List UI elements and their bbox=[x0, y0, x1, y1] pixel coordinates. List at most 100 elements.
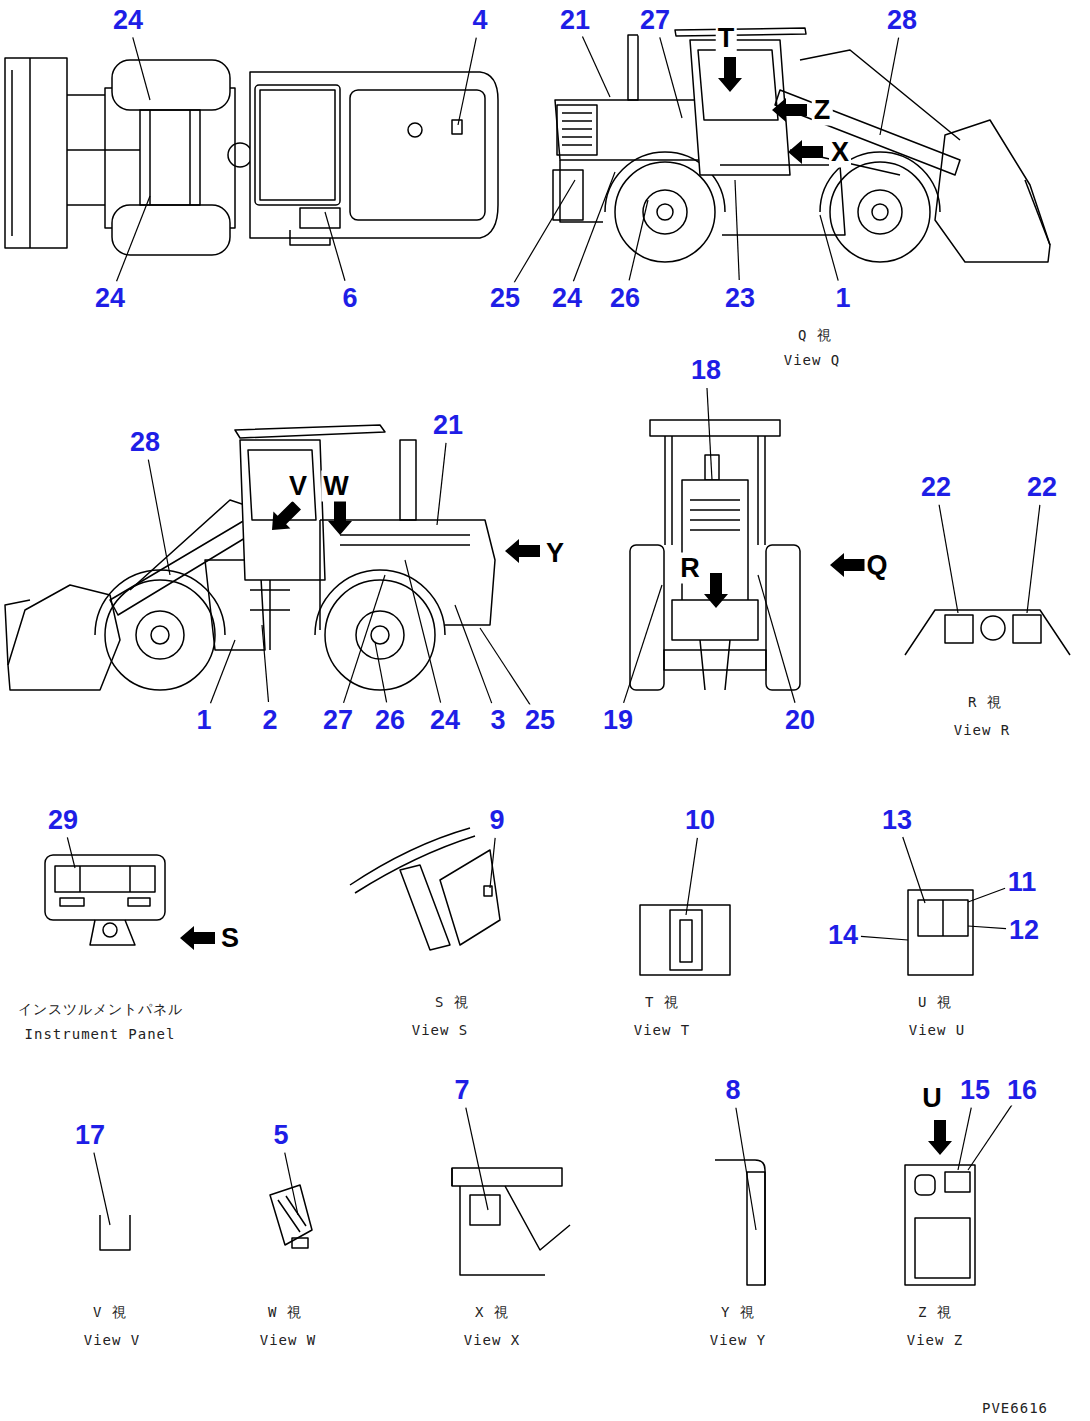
side-view-right-part bbox=[858, 190, 902, 234]
view-direction-arrow bbox=[180, 926, 215, 950]
view-z-sketch-part bbox=[905, 1165, 975, 1285]
instrument-panel-sketch-part bbox=[128, 898, 150, 906]
view-caption: T 視 bbox=[643, 994, 681, 1012]
callout-number: 23 bbox=[723, 283, 757, 314]
leader-line bbox=[968, 926, 1006, 929]
side-view-right-part bbox=[675, 28, 806, 36]
callout-number: 3 bbox=[488, 705, 507, 736]
view-arrow-letter: U bbox=[920, 1083, 944, 1114]
view-caption: インスツルメントパネル bbox=[16, 1001, 185, 1019]
side-view-right-part bbox=[698, 50, 778, 120]
callout-number: 28 bbox=[885, 5, 919, 36]
leader-line bbox=[466, 1108, 488, 1210]
callout-number: 27 bbox=[638, 5, 672, 36]
side-view-left-part bbox=[110, 520, 250, 615]
leader-line bbox=[686, 838, 697, 915]
view-caption: Q 視 bbox=[796, 327, 834, 345]
plan-view-part bbox=[5, 58, 67, 248]
view-s-sketch-part bbox=[484, 886, 492, 896]
side-view-right-part bbox=[1025, 180, 1050, 245]
side-view-left-part bbox=[151, 626, 169, 644]
leader-line bbox=[285, 1153, 298, 1215]
leader-line bbox=[1027, 505, 1040, 613]
view-s-sketch-part bbox=[350, 828, 475, 893]
view-x-sketch-part bbox=[452, 1168, 562, 1186]
view-arrow-letter: S bbox=[219, 923, 241, 954]
plan-view-part bbox=[140, 110, 200, 205]
leader-line bbox=[880, 38, 899, 135]
callout-number: 25 bbox=[488, 283, 522, 314]
callout-number: 1 bbox=[833, 283, 852, 314]
callout-number: 24 bbox=[111, 5, 145, 36]
plan-view-part bbox=[29, 58, 31, 248]
view-s-sketch bbox=[350, 828, 500, 950]
side-view-left-part bbox=[340, 535, 470, 545]
view-u-sketch-part bbox=[942, 900, 944, 936]
view-w-sketch bbox=[270, 1185, 312, 1248]
view-caption: W 視 bbox=[266, 1304, 304, 1322]
view-u-sketch bbox=[908, 890, 973, 975]
view-arrow-letter: Z bbox=[812, 95, 833, 126]
leader-line bbox=[820, 215, 838, 281]
side-view-left-part bbox=[325, 580, 435, 690]
side-view-left bbox=[5, 425, 495, 690]
leader-line bbox=[325, 212, 345, 281]
callout-number: 15 bbox=[958, 1075, 992, 1106]
view-r-sketch-part bbox=[981, 616, 1005, 640]
leader-line bbox=[375, 642, 387, 702]
view-caption: View Z bbox=[905, 1332, 966, 1348]
side-view-right-part bbox=[555, 100, 705, 160]
side-view-right-part bbox=[775, 90, 960, 175]
view-caption: V 視 bbox=[91, 1304, 129, 1322]
view-v-sketch bbox=[100, 1215, 130, 1250]
view-caption: Instrument Panel bbox=[23, 1026, 178, 1042]
callout-number: 24 bbox=[550, 283, 584, 314]
leader-line bbox=[861, 936, 908, 940]
view-z-sketch bbox=[905, 1165, 975, 1285]
view-t-sketch-part bbox=[680, 920, 692, 962]
plan-view-part bbox=[300, 208, 340, 228]
leader-line bbox=[94, 1153, 110, 1225]
view-caption: PVE6616 bbox=[980, 1400, 1050, 1416]
view-z-sketch-part bbox=[945, 1172, 970, 1192]
leader-line bbox=[968, 888, 1005, 902]
rear-view-part bbox=[700, 640, 730, 690]
side-view-right bbox=[553, 28, 1050, 262]
side-view-right-part bbox=[562, 113, 592, 145]
view-direction-arrow bbox=[928, 1120, 952, 1155]
side-view-left-part bbox=[248, 450, 316, 520]
view-direction-arrow bbox=[505, 539, 540, 563]
callout-number: 13 bbox=[880, 805, 914, 836]
callout-number: 12 bbox=[1007, 915, 1041, 946]
view-r-sketch bbox=[905, 610, 1070, 655]
leader-line bbox=[624, 585, 662, 703]
callout-number: 24 bbox=[93, 283, 127, 314]
view-caption: View T bbox=[632, 1022, 693, 1038]
side-view-right-part bbox=[830, 162, 930, 262]
view-caption: View X bbox=[462, 1332, 523, 1348]
callout-number: 17 bbox=[73, 1120, 107, 1151]
view-arrow-letter: Y bbox=[544, 538, 566, 569]
side-view-right-part bbox=[657, 204, 673, 220]
callout-number: 1 bbox=[194, 705, 213, 736]
leader-line bbox=[958, 1108, 971, 1170]
leader-line bbox=[735, 180, 739, 280]
view-y-sketch bbox=[715, 1160, 765, 1285]
view-direction-arrow bbox=[788, 140, 823, 164]
side-view-left-part bbox=[130, 500, 260, 590]
side-view-right-part bbox=[557, 105, 597, 155]
view-caption: R 視 bbox=[966, 694, 1004, 712]
view-caption: View W bbox=[258, 1332, 319, 1348]
instrument-panel-sketch-part bbox=[45, 855, 165, 920]
view-arrow-letter: Q bbox=[864, 550, 889, 581]
callout-number: 21 bbox=[558, 5, 592, 36]
view-caption: View S bbox=[410, 1022, 471, 1038]
leader-line bbox=[67, 837, 75, 868]
plan-view-part bbox=[290, 230, 330, 245]
side-view-left-part bbox=[356, 611, 404, 659]
side-view-right-part bbox=[935, 120, 1050, 262]
view-r-sketch-part bbox=[905, 610, 1070, 655]
instrument-panel-sketch-part bbox=[55, 866, 155, 892]
